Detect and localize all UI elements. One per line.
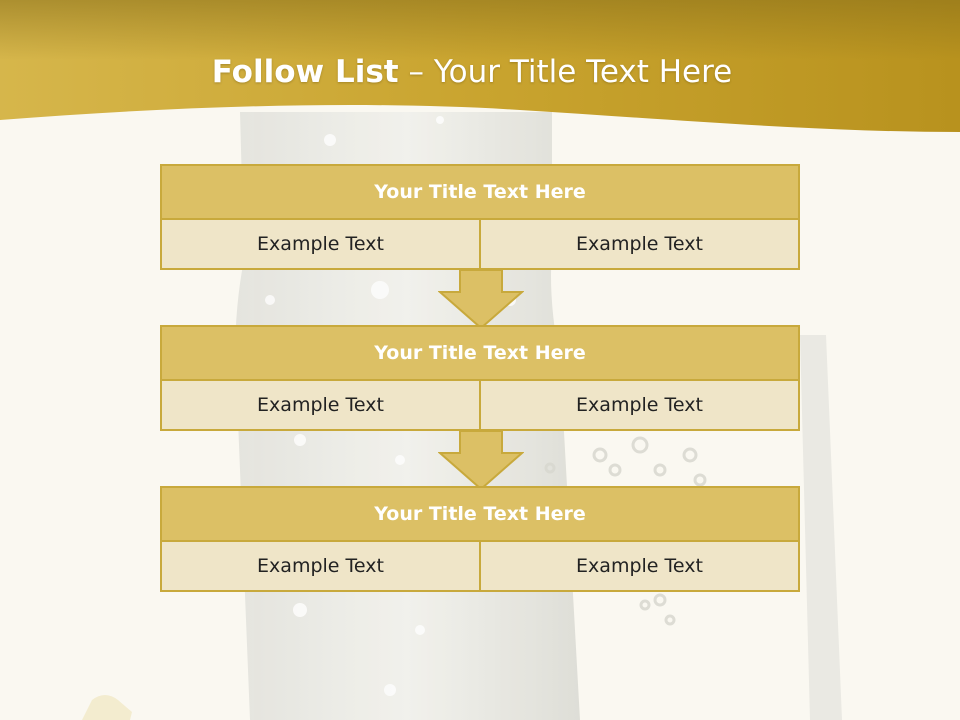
list-block: Your Title Text Here Example Text Exampl… xyxy=(160,486,800,592)
block-cell-left: Example Text xyxy=(160,381,481,431)
title-bold: Follow List xyxy=(211,54,399,90)
block-cell-right: Example Text xyxy=(481,220,800,270)
title-rest: – Your Title Text Here xyxy=(398,54,733,90)
block-title: Your Title Text Here xyxy=(160,164,800,220)
lemon-wedge xyxy=(82,695,132,720)
block-title: Your Title Text Here xyxy=(160,486,800,542)
block-title: Your Title Text Here xyxy=(160,325,800,381)
glass-shape xyxy=(544,335,842,720)
block-cell-right: Example Text xyxy=(481,381,800,431)
block-row: Example Text Example Text xyxy=(160,542,800,592)
block-cell-left: Example Text xyxy=(160,220,481,270)
down-arrow-icon xyxy=(438,431,524,491)
down-arrow-icon xyxy=(438,270,524,330)
block-cell-right: Example Text xyxy=(481,542,800,592)
slide-title: Follow List – Your Title Text Here xyxy=(0,54,944,90)
block-cell-left: Example Text xyxy=(160,542,481,592)
block-row: Example Text Example Text xyxy=(160,220,800,270)
list-block: Your Title Text Here Example Text Exampl… xyxy=(160,164,800,270)
block-row: Example Text Example Text xyxy=(160,381,800,431)
list-block: Your Title Text Here Example Text Exampl… xyxy=(160,325,800,431)
